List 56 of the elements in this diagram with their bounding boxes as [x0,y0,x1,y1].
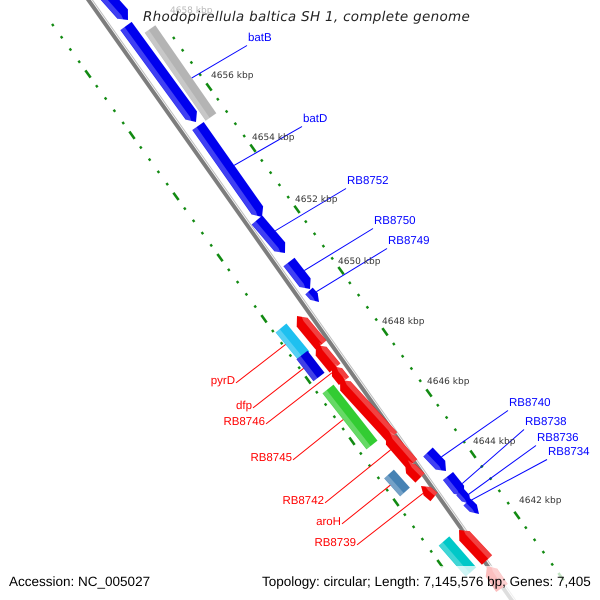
gene-label: batB [248,33,272,44]
gene-feature [316,342,340,372]
leader-line [236,344,286,384]
scale-label: 4648 kbp [382,318,424,327]
gene-feature [421,483,438,502]
gene-label: RB8739 [314,538,356,550]
gene-label: RB8752 [347,176,389,188]
scale-label: 4656 kbp [211,72,254,81]
leader-line [191,45,248,78]
gene-feature [332,364,350,386]
leader-line [252,368,304,408]
gene-label: RB8746 [223,417,265,428]
gene-label: RB8736 [537,433,579,444]
gene-label: RB8745 [250,453,292,464]
footer-text: Topology: circular; Length: 7,145,576 bp; Genes: 7,405 [262,575,591,588]
leader-line [356,492,424,546]
gene-label: aroH [316,517,341,528]
leader-line [292,419,344,460]
gene-feature [283,258,311,292]
leader-line [471,459,548,500]
leader-line [462,429,524,484]
gene-feature [305,288,319,304]
gene-bar [322,384,378,450]
gene-label: pyrD [210,376,235,388]
gene-feature [405,460,425,483]
gene-label: RB8740 [509,398,551,410]
gene-bar [384,470,410,496]
leader-line [304,228,374,271]
leader-line [266,372,332,424]
leader-line [441,410,508,458]
gene-label: RB8750 [374,216,416,228]
gene-bar [296,350,325,382]
gene-label: RB8749 [388,236,430,248]
leader-line [342,484,391,524]
gene-label: batD [303,114,328,126]
gene-feature [386,431,418,469]
gene-feature [296,313,326,350]
gene-label: dfp [236,401,252,412]
leader-line [234,126,302,166]
gene-label: RB8742 [282,496,324,508]
gene-feature [340,377,398,442]
gene-label: RB8734 [548,447,590,458]
gene-feature [252,215,286,256]
leader-line [324,449,392,504]
leader-line [274,188,346,232]
scale-label: 4650 kbp [338,258,380,267]
scale-label: 4646 kbp [427,378,470,387]
scale-label: 4642 kbp [519,497,562,506]
leader-line [316,248,388,292]
leader-line [468,445,536,495]
gene-bar [276,324,310,360]
gene-feature [423,448,446,474]
gene-feature [463,498,479,516]
gene-label: RB8738 [525,417,567,428]
footer-text: Accession: NC_005027 [9,575,150,588]
gene-feature [459,527,492,565]
